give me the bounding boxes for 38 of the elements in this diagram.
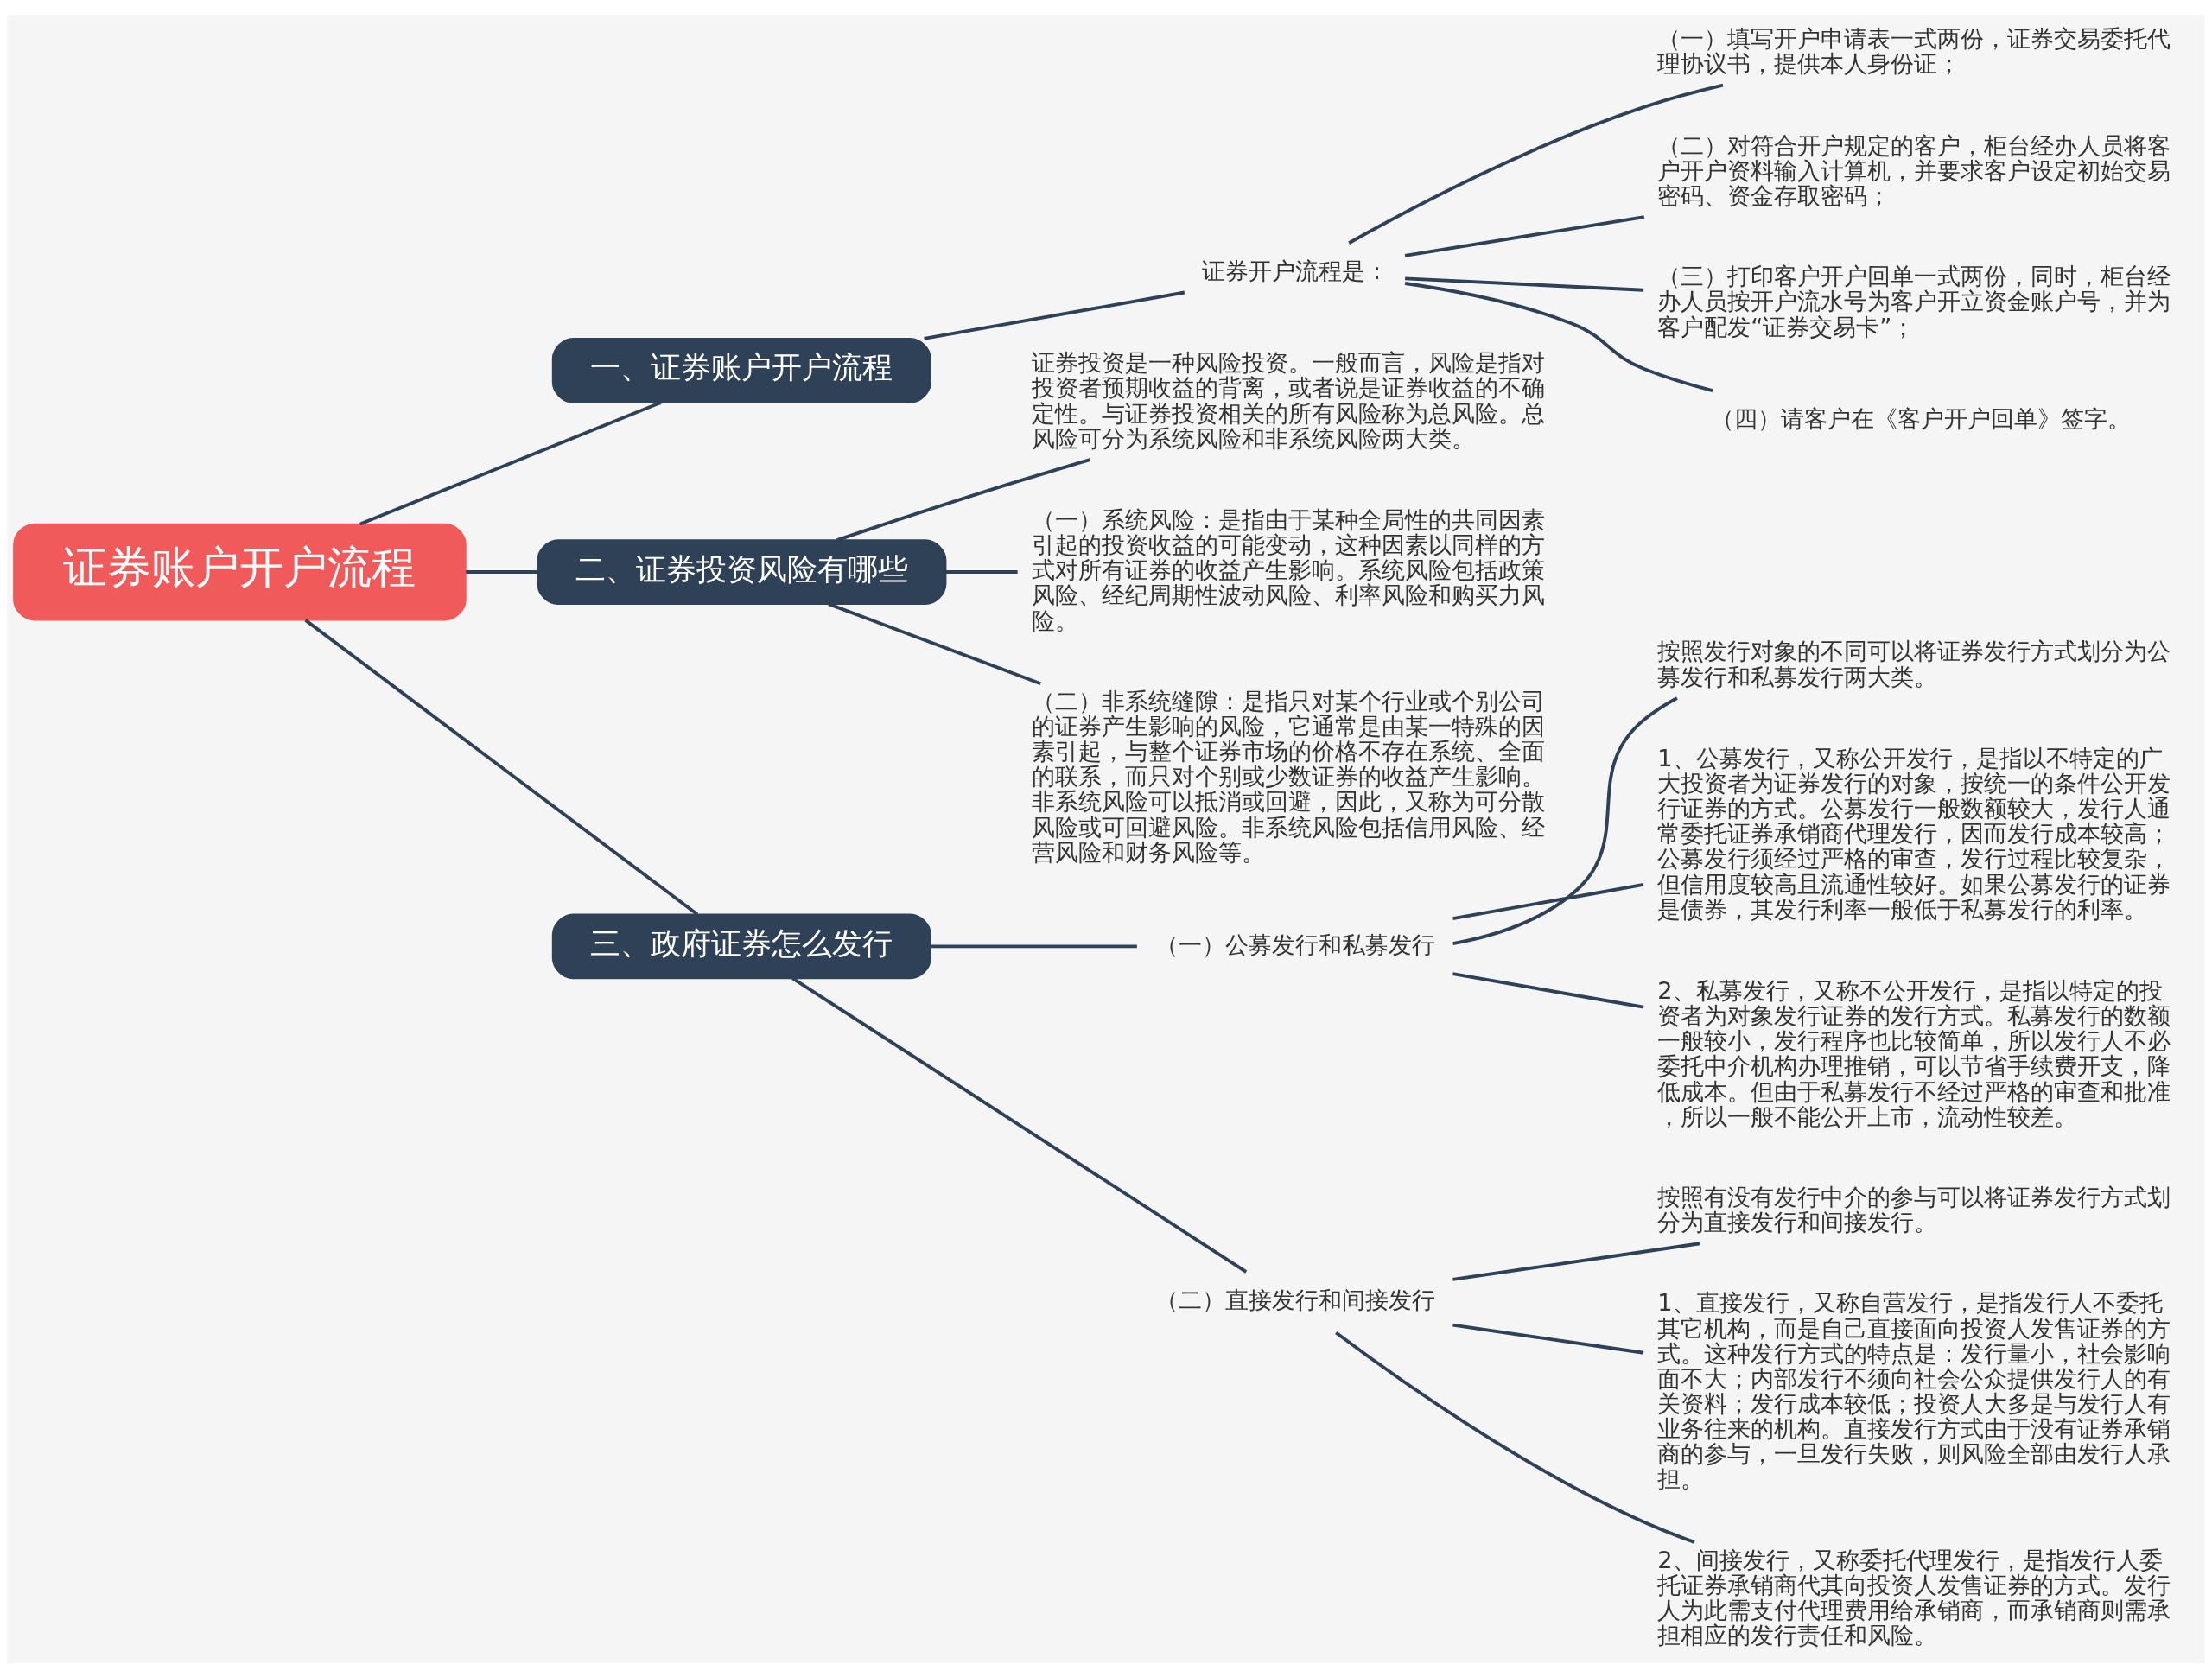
node-text: （二）对符合开户规定的客户，柜台经办人员将客户开户资料输入计算机，并要求客户设定初始交易密码、资金存取密码； [1657,131,2171,209]
node-text: 按照有没有发行中介的参与可以将证券发行方式划分为直接发行和间接发行。 [1657,1183,2171,1236]
connector [931,943,1137,948]
node-box: 三、政府证券怎么发行 [551,912,931,979]
connector [1452,696,1678,945]
node-text: 1、公募发行，又称公开发行，是指以不特定的广大投资者为证券发行的对象，按统一的条件公开发行证券的方式。公募发行一般数额较大，发行人通常委托证券承销商代理发行，因而发行成本较高；公募发行须经过严格的审查，发行过程比较复杂，但信用度较高且流通性较好。如果公募发行的证券是债券，其发行利率一般低于私募发行的利率。 [1657,744,2171,923]
connector [1452,1323,1644,1355]
connector [836,457,1090,542]
node-text: （一）公募发行和私募发行 [1154,931,1435,958]
connector [1404,214,1645,257]
connector [945,569,1018,574]
node-text: （二）直接发行和间接发行 [1154,1286,1435,1313]
node-text: 证券开户流程是： [1201,257,1389,284]
connector [466,569,537,574]
node-box: 证券账户开户流程 [13,523,467,620]
node-text: （一）填写开户申请表一式两份，证券交易委托代理协议书，提供本人身份证； [1657,24,2171,77]
node-text: 2、私募发行，又称不公开发行，是指以特定的投资者为对象发行证券的发行方式。私募发行的数额一般较小，发行程序也比较简单，所以发行人不必委托中介机构办理推销，可以节省手续费开支，降低成本。但由于私募发行不经过严格的审查和批准，所以一般不能公开上市，流动性较差。 [1657,976,2171,1130]
connector [304,618,699,916]
node-box: 一、证券账户开户流程 [551,337,931,403]
connector [1404,281,1713,392]
node-text: 2、间接发行，又称委托代理发行，是指发行人委托证券承销商代其向投资人发售证券的方式。发行人为此需支付代理费用给承销商，而承销商则需承担相应的发行责任和风险。 [1657,1546,2171,1648]
connector [359,400,662,525]
node-text: （三）打印客户开户回单一式两份，同时，柜台经办人员按开户流水号为客户开立资金账户号，并为客户配发“证券交易卡”； [1657,262,2171,340]
node-text: 证券投资是一种风险投资。一般而言，风险是指对投资者预期收益的背离，或者说是证券收益的不确定性。与证券投资相关的所有风险称为总风险。总风险可分为系统风险和非系统风险两大类。 [1031,348,1545,452]
connector [1452,882,1644,920]
connector [1452,1241,1700,1281]
node-text: （二）非系统缝隙：是指只对某个行业或个别公司的证券产生影响的风险，它通常是由某一特殊的因素引起，与整个证券市场的价格不存在系统、全面的联系，而只对个别或少数证券的收益产生影响。非系统风险可以抵消或回避，因此，又称为可分散风险或可回避风险。非系统风险包括信用风险、经营风险和财务风险等。 [1031,687,1545,866]
connector [1348,83,1724,245]
node-text: 1、直接发行，又称自营发行，是指发行人不委托其它机构，而是自己直接面向投资人发售证券的方式。这种发行方式的特点是：发行量小，社会影响面不大；内部发行不须向社会公众提供发行人的有关资料；发行成本较低；投资人大多是与发行人有业务往来的机构。直接发行方式由于没有证券承销商的参与，一旦发行失败，则风险全部由发行人承担。 [1657,1288,2171,1492]
node-text: （一）系统风险：是指由于某种全局性的共同因素引起的投资收益的可能变动，这种因素以同样的方式对所有证券的收益产生影响。系统风险包括政策风险、经纪周期性波动风险、利率风险和购买力风险。 [1031,505,1545,634]
connector [924,290,1185,340]
node-box: 二、证券投资风险有哪些 [537,538,947,605]
connector [1452,971,1644,1009]
connector [791,976,1248,1274]
node-text: （四）请客户在《客户开户回单》签字。 [1711,404,2132,432]
connector [1405,276,1644,292]
node-text: 按照发行对象的不同可以将证券发行方式划分为公募发行和私募发行两大类。 [1657,637,2171,690]
connector [1335,1331,1695,1544]
